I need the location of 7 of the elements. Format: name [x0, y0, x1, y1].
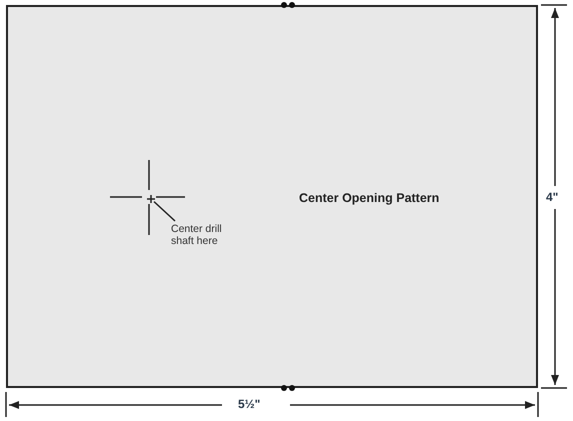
center-mark [146, 194, 156, 204]
pattern-title: Center Opening Pattern [299, 191, 440, 205]
dimension-label: 5½" [238, 397, 260, 411]
leader-line [154, 201, 176, 222]
callout-text: Center drill shaft here [171, 223, 229, 251]
dimension-label: 4" [546, 190, 558, 204]
pattern-panel [6, 5, 538, 388]
